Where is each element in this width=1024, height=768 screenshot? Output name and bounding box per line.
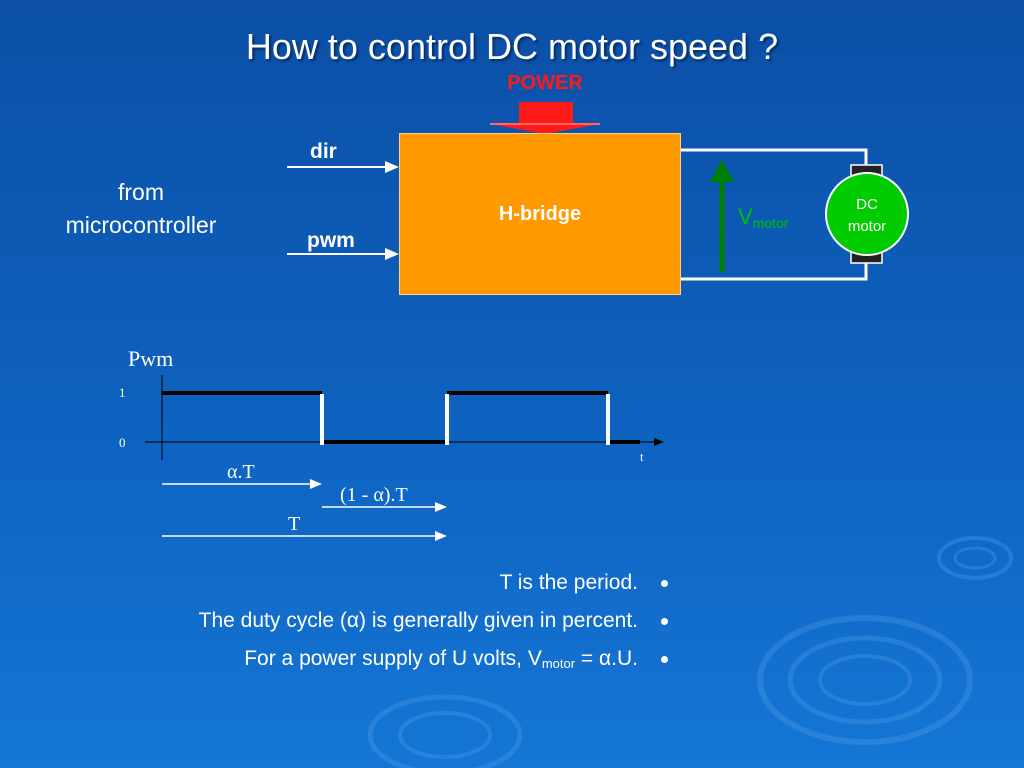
vmotor-arrow [710, 160, 734, 272]
dc-motor-label-line2: motor [847, 218, 887, 235]
source-label-line1: from [118, 179, 164, 205]
hbridge-label: H-bridge [498, 203, 582, 225]
bullet-dot-icon [661, 580, 668, 587]
tick-label-high: 1 [119, 385, 126, 400]
power-label: POWER [507, 72, 583, 94]
block-diagram [287, 102, 909, 281]
bullet-text-after: = α.U. [575, 647, 638, 670]
time-axis-label: t [640, 449, 644, 464]
dc-motor-circle [825, 172, 909, 256]
hbridge-box [399, 133, 681, 295]
vmotor-main: V [738, 204, 753, 229]
bullet-text-sub: motor [541, 656, 576, 671]
dir-arrow [287, 161, 399, 173]
pwm-plot-title: Pwm [128, 346, 174, 371]
bullet-text-before: For a power supply of U volts, V [244, 647, 542, 670]
slide-title: How to control DC motor speed ? [245, 26, 779, 67]
pwm-waveform [162, 391, 640, 445]
bullet-item: The duty cycle (α) is generally given in… [40, 604, 668, 642]
output-wires [681, 148, 868, 281]
pwm-arrow [287, 248, 399, 260]
dc-motor-label-line1: DC [856, 196, 878, 213]
low-part-arrow [322, 502, 447, 512]
bullet-item: For a power supply of U volts, Vmotor = … [40, 642, 668, 680]
vmotor-sub: motor [752, 215, 789, 231]
bullet-item: T is the period. [40, 566, 668, 604]
low-part-label: (1 - α).T [340, 484, 408, 506]
pwm-label: pwm [307, 229, 355, 252]
bullet-dot-icon [661, 656, 668, 663]
period-label: T [288, 513, 301, 535]
period-arrow [162, 531, 447, 541]
tick-label-low: 0 [119, 435, 126, 450]
pwm-timing-diagram [145, 375, 664, 541]
bullet-dot-icon [661, 618, 668, 625]
source-label: from microcontroller [28, 176, 254, 242]
alpha-t-arrow [162, 479, 322, 489]
dc-motor-label: DC motor [826, 194, 908, 238]
dir-label: dir [310, 140, 337, 163]
bullet-list: T is the period. The duty cycle (α) is g… [40, 566, 668, 680]
power-arrow [490, 102, 600, 134]
bullet-text: The duty cycle (α) is generally given in… [198, 609, 638, 632]
bullet-text: T is the period. [499, 571, 638, 594]
alpha-t-label: α.T [227, 461, 255, 483]
pwm-axes [145, 375, 664, 460]
vmotor-label: Vmotor [738, 204, 788, 231]
source-label-line2: microcontroller [65, 212, 217, 238]
